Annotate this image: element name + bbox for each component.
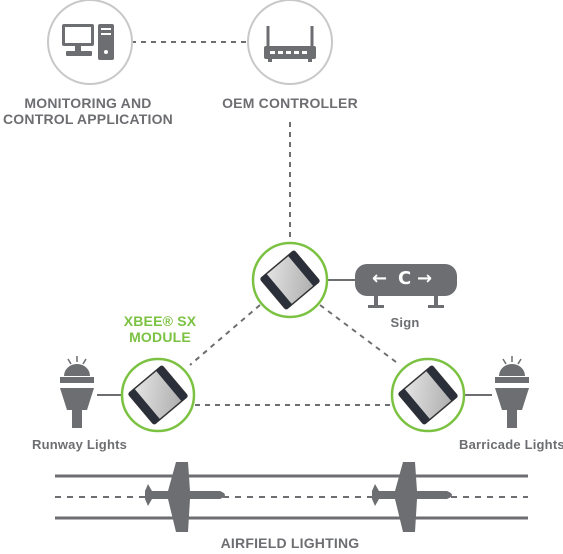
xbee-module-icon bbox=[128, 365, 188, 425]
oem-controller-node bbox=[247, 0, 333, 85]
runway bbox=[55, 474, 528, 520]
desktop-computer-icon bbox=[62, 24, 114, 60]
xbee-module-icon bbox=[260, 250, 320, 310]
connector-lines bbox=[97, 41, 492, 406]
sign-icon bbox=[355, 264, 457, 308]
airplane-icon bbox=[145, 462, 225, 532]
monitoring-label: MONITORING AND CONTROL APPLICATION bbox=[0, 95, 176, 127]
barricade-light-icon bbox=[495, 356, 529, 428]
sign-right-arrow: → bbox=[417, 268, 433, 289]
xbee-label-line1: XBEE® SX bbox=[123, 313, 197, 329]
xbee-module-top bbox=[251, 241, 329, 319]
runway-lights-label: Runway Lights bbox=[32, 437, 128, 452]
runway-light-icon bbox=[60, 356, 94, 428]
sign-label: Sign bbox=[390, 315, 420, 330]
sign-letter: C bbox=[398, 268, 412, 289]
xbee-module-icon bbox=[398, 365, 458, 425]
airplane-icon bbox=[372, 462, 452, 532]
monitoring-node bbox=[47, 0, 133, 85]
barricade-lights-label: Barricade Lights bbox=[459, 437, 563, 452]
xbee-module-left bbox=[120, 357, 196, 433]
xbee-module-right bbox=[390, 357, 466, 433]
link-top-right-module bbox=[319, 304, 401, 366]
router-icon bbox=[264, 26, 316, 62]
monitoring-label-line1: MONITORING AND bbox=[24, 95, 152, 111]
sign-left-arrow: ← bbox=[372, 268, 388, 289]
xbee-label-line2: MODULE bbox=[129, 329, 191, 345]
xbee-module-label: XBEE® SX MODULE bbox=[110, 313, 210, 345]
airfield-lighting-label: AIRFIELD LIGHTING bbox=[220, 535, 360, 551]
oem-controller-label: OEM CONTROLLER bbox=[222, 95, 358, 111]
monitoring-label-line2: CONTROL APPLICATION bbox=[3, 111, 173, 127]
